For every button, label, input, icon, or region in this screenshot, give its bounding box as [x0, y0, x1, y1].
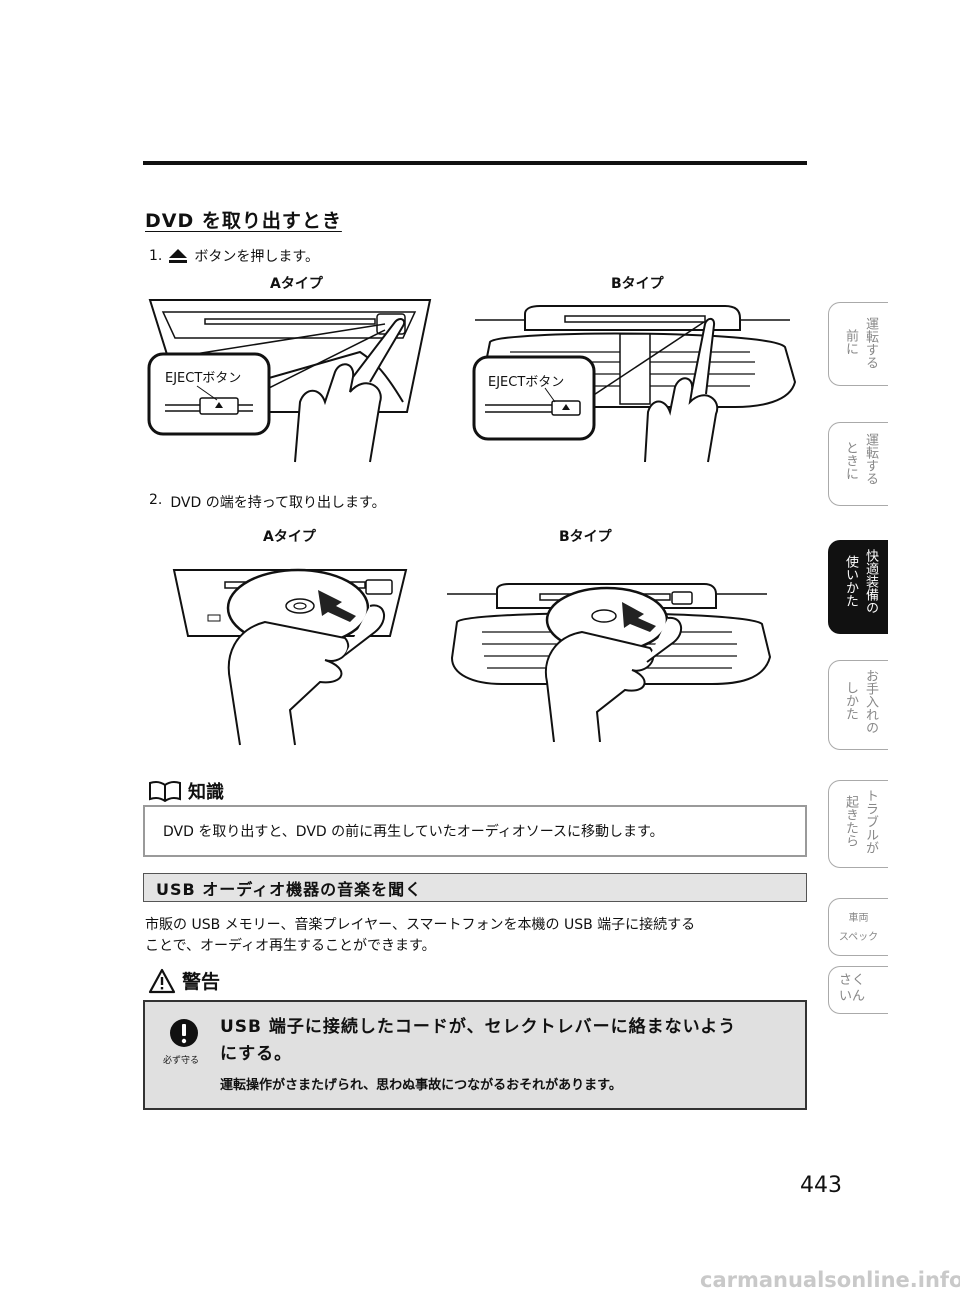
- warning-title-line-1: USB 端子に接続したコードが、セレクトレバーに絡まないよう: [220, 1017, 737, 1037]
- tab-index[interactable]: さく いん: [828, 966, 888, 1014]
- warning-box: 必ず守る USB 端子に接続したコードが、セレクトレバーに絡まないよう にする。…: [143, 1000, 807, 1110]
- must-follow-icon: [170, 1019, 198, 1047]
- tab-troubleshooting[interactable]: トラブルが 起きたら: [828, 780, 888, 868]
- tab-maintenance-col1: お手入れの: [863, 669, 878, 734]
- step1-type-b-label: Bタイプ: [611, 276, 664, 292]
- tab-comfort-features-col2: 使いかた: [843, 555, 858, 607]
- warning-heading-text: 警告: [182, 971, 221, 993]
- tab-vehicle-spec-row2: スペック: [838, 932, 879, 943]
- tab-while-driving-col1: 運転する: [863, 433, 878, 485]
- tab-before-driving-col1: 運転する: [863, 317, 878, 369]
- knowledge-heading-text: 知識: [188, 782, 224, 803]
- page-number: 443: [800, 1173, 842, 1198]
- callout-eject-button-b: EJECTボタン: [488, 375, 565, 390]
- tab-comfort-features-col1: 快適装備の: [863, 549, 878, 614]
- knowledge-box: DVD を取り出すと、DVD の前に再生していたオーディオソースに移動します。: [143, 805, 807, 857]
- warning-title-line-2: にする。: [220, 1044, 293, 1064]
- warning-heading: 警告: [148, 967, 220, 994]
- step2-type-a-illustration: [172, 568, 408, 746]
- step-2-text: DVD の端を持って取り出します。: [170, 495, 386, 511]
- top-rule: [143, 161, 807, 165]
- usb-heading-text: USB オーディオ機器の音楽を聞く: [156, 879, 423, 899]
- tab-before-driving-col2: 前に: [843, 329, 858, 355]
- knowledge-heading: 知識: [148, 778, 224, 804]
- step-2: 2. DVD の端を持って取り出します。: [149, 492, 386, 512]
- tab-index-row2: いん: [839, 989, 866, 1004]
- usb-description: 市販の USB メモリー、音楽プレイヤー、スマートフォンを本機の USB 端子に…: [145, 915, 809, 957]
- usb-section-heading: USB オーディオ機器の音楽を聞く: [143, 873, 807, 902]
- tab-vehicle-spec[interactable]: 車両 スペック: [828, 898, 888, 956]
- book-icon: [149, 780, 181, 802]
- step-1: 1. ボタンを押します。: [149, 246, 319, 266]
- tab-comfort-features[interactable]: 快適装備の 使いかた: [828, 540, 888, 634]
- must-follow-label: 必ず守る: [163, 1056, 200, 1066]
- step2-type-b-illustration: [447, 583, 772, 742]
- step2-type-b-label: Bタイプ: [559, 529, 612, 545]
- tab-troubleshooting-col2: 起きたら: [843, 795, 858, 847]
- step1-type-a-label: Aタイプ: [270, 276, 323, 292]
- tab-vehicle-spec-row1: 車両: [848, 913, 869, 924]
- knowledge-text: DVD を取り出すと、DVD の前に再生していたオーディオソースに移動します。: [163, 824, 664, 840]
- usb-description-line-1: 市販の USB メモリー、音楽プレイヤー、スマートフォンを本機の USB 端子に…: [145, 917, 696, 933]
- step1-type-b-illustration: [472, 305, 797, 463]
- tab-while-driving[interactable]: 運転する ときに: [828, 422, 888, 506]
- eject-icon: [169, 249, 188, 263]
- usb-description-line-2: ことで、オーディオ再生することができます。: [145, 938, 436, 954]
- step-1-number: 1.: [149, 248, 163, 264]
- tab-before-driving[interactable]: 運転する 前に: [828, 302, 888, 386]
- warning-triangle-icon: [148, 968, 176, 993]
- callout-eject-button-a: EJECTボタン: [165, 371, 242, 386]
- warning-body: 運転操作がさまたげられ、思わぬ事故につながるおそれがあります。: [220, 1078, 622, 1093]
- tab-maintenance[interactable]: お手入れの しかた: [828, 660, 888, 750]
- step-2-number: 2.: [149, 492, 163, 508]
- tab-while-driving-col2: ときに: [843, 441, 858, 480]
- warning-title: USB 端子に接続したコードが、セレクトレバーに絡まないよう にする。: [220, 1014, 790, 1068]
- step2-type-a-label: Aタイプ: [263, 529, 316, 545]
- section-title: DVD を取り出すとき: [145, 210, 342, 232]
- watermark: carmanualsonline.info: [700, 1268, 960, 1292]
- tab-troubleshooting-col1: トラブルが: [863, 789, 878, 854]
- tab-index-row1: さく: [839, 973, 866, 988]
- step1-type-a-illustration: [147, 299, 432, 463]
- tab-maintenance-col2: しかた: [843, 681, 858, 720]
- step-1-text: ボタンを押します。: [194, 249, 319, 265]
